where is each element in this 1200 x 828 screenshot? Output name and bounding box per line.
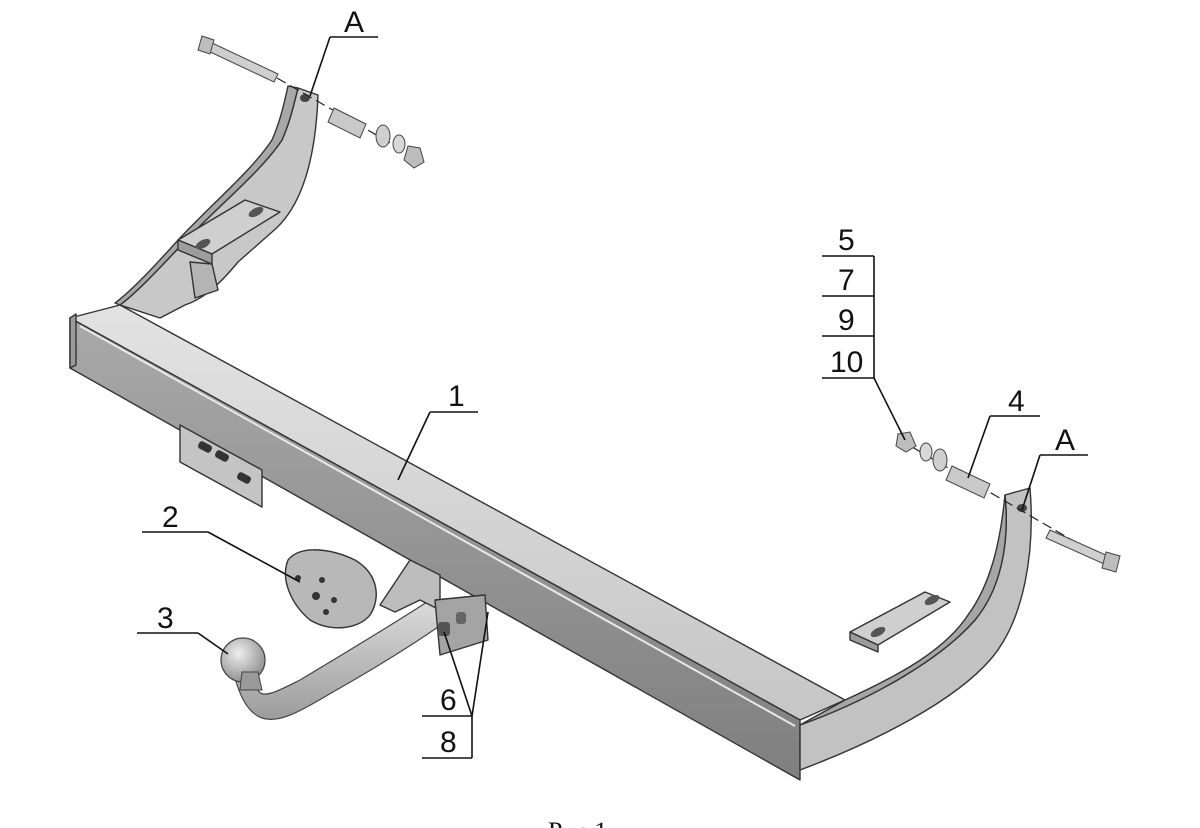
license-plate-bracket: [179, 424, 263, 508]
figure-caption: Рис.1: [548, 817, 607, 828]
label-part-2: 2: [162, 501, 179, 534]
center-mount-bracket: [379, 559, 489, 656]
label-part-9: 9: [838, 304, 855, 337]
label-part-8: 8: [440, 726, 457, 759]
label-part-3: 3: [157, 602, 174, 635]
tow-ball-arm-part-3: [220, 599, 449, 720]
label-a-left: A: [344, 6, 364, 39]
leader-lines: [137, 36, 1088, 759]
left-mounting-bracket: [114, 85, 319, 319]
label-part-6: 6: [440, 684, 457, 717]
socket-plate-part-2: [284, 549, 377, 629]
left-fastener-set: [197, 35, 425, 169]
crossbar-part-1: [69, 304, 846, 781]
label-part-7: 7: [838, 264, 855, 297]
label-part-5: 5: [838, 224, 855, 257]
right-fastener-set: [895, 431, 1121, 573]
label-part-4: 4: [1008, 385, 1025, 418]
label-part-10: 10: [830, 346, 863, 379]
label-a-right: A: [1055, 424, 1075, 457]
label-part-1: 1: [448, 380, 465, 413]
right-mounting-bracket: [799, 487, 1032, 771]
